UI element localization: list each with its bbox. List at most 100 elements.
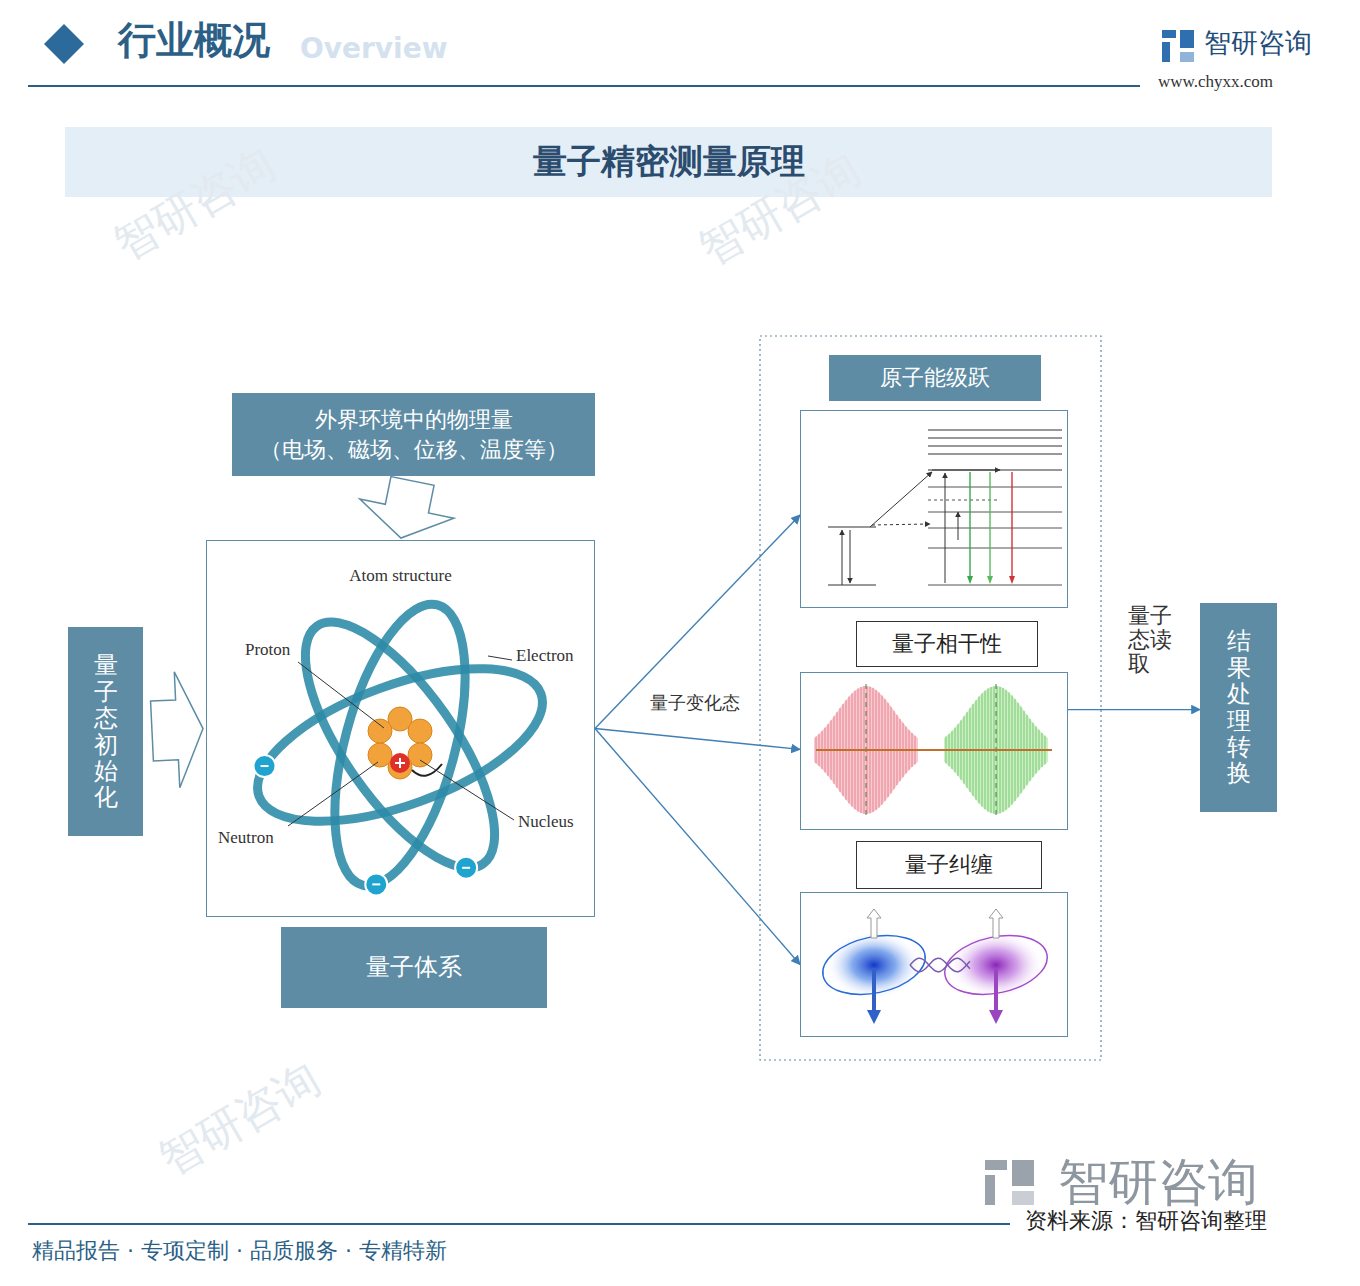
brand-watermark: 智研咨询 xyxy=(1058,1152,1258,1212)
energy-level xyxy=(928,585,1062,586)
figure-panel: 量子纠缠 xyxy=(800,892,1068,1037)
block-arrow xyxy=(151,672,203,788)
coherence-wave xyxy=(814,684,1052,816)
nucleon xyxy=(408,719,432,743)
electron-sign xyxy=(372,883,380,885)
section-watermark: Overview xyxy=(300,32,448,66)
drawing-part xyxy=(1180,52,1194,62)
panel-heading: 量子相干性 xyxy=(856,621,1038,667)
arrow-connector xyxy=(595,729,800,965)
edge-label: 量子变化态 xyxy=(650,693,740,713)
emission-head xyxy=(1009,576,1015,584)
section-heading: 行业概况 xyxy=(118,18,270,64)
diagram-title: 量子精密测量原理 xyxy=(533,139,805,185)
leader-line xyxy=(420,760,514,820)
block-arrow xyxy=(360,477,454,539)
part-label: Proton xyxy=(245,640,290,660)
input-box: 外界环境中的物理量（电场、磁场、位移、温度等） xyxy=(232,393,595,476)
brand-url: www.chyxx.com xyxy=(1158,72,1273,92)
arrow-connector xyxy=(1068,709,1200,710)
energy-level xyxy=(828,585,876,586)
transition-arrow xyxy=(842,530,843,585)
energy-level xyxy=(928,487,1062,488)
node-text: 量子体系 xyxy=(366,951,462,983)
electron xyxy=(365,873,387,895)
spin-up-arrow xyxy=(989,909,1003,938)
drawing-part xyxy=(985,1160,1007,1170)
panel-heading: 量子纠缠 xyxy=(856,841,1042,889)
spin-up-arrow xyxy=(867,909,881,938)
plus-mark xyxy=(395,758,405,768)
orbit xyxy=(239,637,562,852)
emission-line xyxy=(989,472,990,582)
transition-arrow xyxy=(870,472,932,527)
transition-arrow xyxy=(850,530,851,583)
electron-sign xyxy=(261,765,269,767)
emission-line xyxy=(1011,472,1012,582)
node-text: Atom structure xyxy=(349,565,451,588)
spin-mark xyxy=(412,764,442,776)
energy-level xyxy=(928,469,1062,470)
spin-down-head xyxy=(867,1010,881,1024)
figure-panel: 量子相干性 xyxy=(800,672,1068,830)
header-diamond xyxy=(44,24,84,64)
electron-sign xyxy=(462,867,470,869)
electron xyxy=(254,755,276,777)
drawing-part xyxy=(1180,30,1194,48)
drawing-part xyxy=(1012,1160,1034,1186)
leader-line xyxy=(298,662,384,728)
axis-line xyxy=(816,749,1052,751)
emission-head xyxy=(987,576,993,584)
drawing-part xyxy=(1162,42,1170,62)
entangle-helix xyxy=(910,958,970,971)
arrow-connector xyxy=(595,515,800,729)
header-rule xyxy=(28,85,1140,87)
process-box: 量子态初始化 xyxy=(68,627,143,836)
watermark: 智研咨询 xyxy=(150,1052,329,1186)
brand-name: 智研咨询 xyxy=(1204,27,1312,59)
figure-panel: 原子能级跃 xyxy=(800,410,1068,608)
transition-arrow xyxy=(958,512,959,540)
source-note: 资料来源：智研咨询整理 xyxy=(1025,1208,1267,1234)
energy-level xyxy=(928,500,1000,501)
energy-level xyxy=(928,528,1062,529)
spin-down-arrow xyxy=(994,968,998,1012)
transition-arrow xyxy=(932,470,1000,471)
energy-level xyxy=(928,445,1062,446)
arrow-connector xyxy=(595,729,800,750)
leader-line xyxy=(288,762,378,826)
energy-level xyxy=(928,429,1062,430)
result-box: 结果处理转换 xyxy=(1200,603,1277,812)
part-label: Electron xyxy=(516,646,574,666)
part-label: Neutron xyxy=(218,828,274,848)
transition-arrow xyxy=(945,473,946,583)
drawing-part xyxy=(985,1175,995,1205)
electron xyxy=(455,857,477,879)
energy-level-diagram xyxy=(828,430,1062,585)
emission-head xyxy=(967,576,973,584)
footer-slogan: 精品报告 · 专项定制 · 品质服务 · 专精特新 xyxy=(32,1238,447,1264)
transition-arrow xyxy=(872,524,930,525)
nucleon xyxy=(368,743,392,767)
node-text: （电场、磁场、位移、温度等） xyxy=(260,435,568,465)
energy-level xyxy=(928,437,1062,438)
footer-logo-icon xyxy=(985,1160,1034,1205)
edge-label: 量子态读取 xyxy=(1128,604,1172,677)
node-text: 结果处理转换 xyxy=(1227,628,1251,786)
atom-illustration xyxy=(239,591,562,900)
leader-line xyxy=(488,656,512,660)
energy-level xyxy=(928,548,1062,549)
node-text: 量子态初始化 xyxy=(94,652,118,810)
entanglement-illustration xyxy=(817,909,1052,1024)
spin-down-arrow xyxy=(872,968,876,1012)
logo-icon xyxy=(1162,30,1194,62)
atom-frame: Atom structure xyxy=(206,540,595,917)
orbit xyxy=(309,591,490,900)
group-outline xyxy=(760,336,1101,1060)
drawing-part xyxy=(1162,30,1176,38)
entangle-helix xyxy=(910,958,970,971)
spin-down-head xyxy=(989,1010,1003,1024)
panel-heading: 原子能级跃 xyxy=(829,355,1041,401)
drawing-part xyxy=(1012,1191,1034,1205)
